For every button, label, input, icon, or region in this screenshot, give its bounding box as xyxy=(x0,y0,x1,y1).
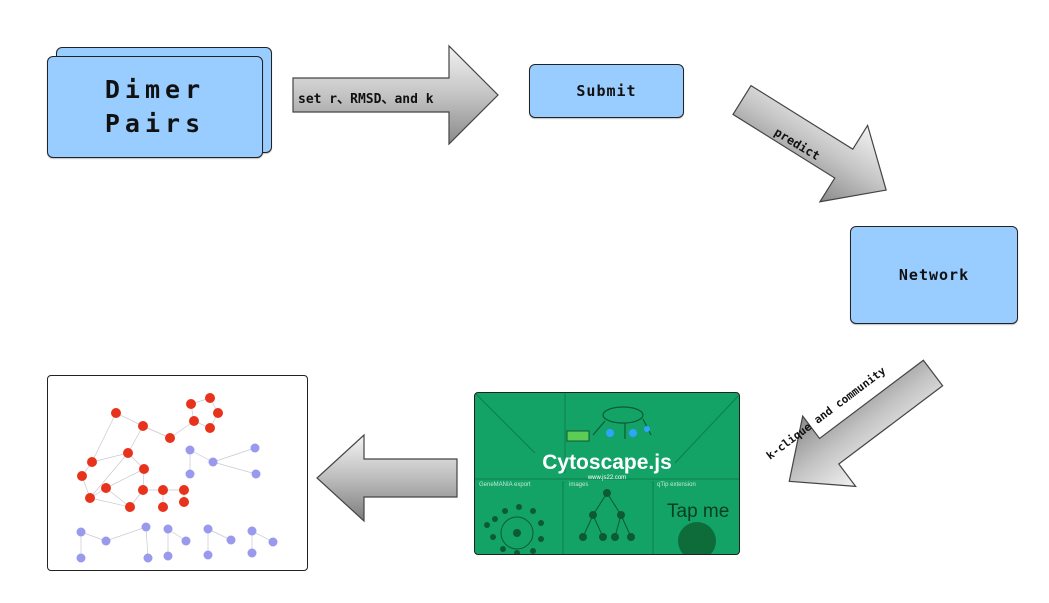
cytoscape-panel-label-1: GeneMANIA export xyxy=(479,482,531,488)
network-graph-panel xyxy=(47,375,308,571)
cytoscape-panel-label-3: qTip extension xyxy=(657,482,696,488)
cytoscape-tap-label: Tap me xyxy=(667,501,730,522)
output-arrow xyxy=(316,433,458,523)
network-graph xyxy=(76,393,278,563)
blue-cluster xyxy=(76,443,278,563)
red-cluster xyxy=(77,393,223,512)
submit-node: Submit xyxy=(529,64,684,118)
dimer-pairs-label: Dimer Pairs xyxy=(104,75,206,138)
set-params-arrow xyxy=(292,44,499,146)
set-params-label: set r、RMSD、and k xyxy=(298,92,434,107)
dimer-pairs-node: Dimer Pairs xyxy=(47,56,263,158)
network-label: Network xyxy=(898,266,970,284)
kclique-arrow xyxy=(788,359,944,488)
cytoscape-panel: Cytoscape.js www.js22.com GeneMANIA expo… xyxy=(474,392,740,555)
predict-arrow xyxy=(732,84,887,203)
cytoscape-background-art xyxy=(475,393,739,554)
cytoscape-url: www.js22.com xyxy=(587,475,627,481)
network-node: Network xyxy=(850,226,1018,324)
submit-label: Submit xyxy=(576,82,637,100)
cytoscape-title: Cytoscape.js xyxy=(542,451,672,474)
cytoscape-panel-label-2: images xyxy=(569,482,589,488)
